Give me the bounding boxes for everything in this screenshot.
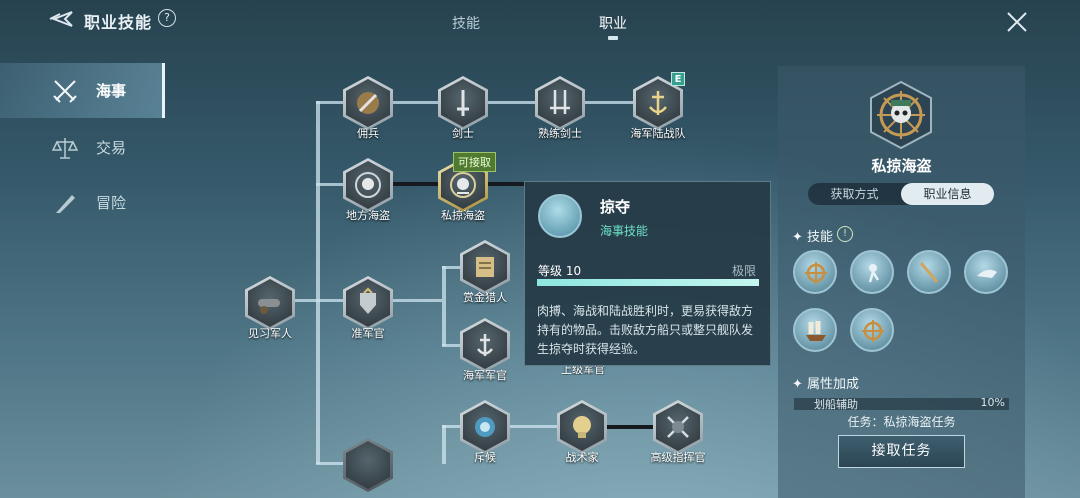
skull-wheel-icon bbox=[355, 172, 381, 198]
node-label: 佣兵 bbox=[357, 127, 379, 140]
node-quasi-officer[interactable]: 准军官 bbox=[343, 276, 393, 340]
plunder-icon bbox=[538, 194, 582, 238]
sidebar-item-label: 海事 bbox=[96, 82, 127, 100]
tooltip-level: 等级 10 bbox=[538, 264, 582, 278]
node-label: 斥候 bbox=[474, 451, 496, 464]
node-label: 准军官 bbox=[351, 327, 385, 340]
tree-line bbox=[605, 425, 657, 429]
attribute-name: 划船辅助 bbox=[814, 398, 858, 410]
node-marine[interactable]: E 海军陆战队 bbox=[631, 72, 686, 140]
plunder-icon[interactable] bbox=[850, 250, 894, 294]
crossed-swords-icon bbox=[53, 80, 77, 103]
scales-icon bbox=[52, 138, 78, 159]
tooltip-subtitle: 海事技能 bbox=[600, 224, 649, 238]
node-swordsman[interactable]: 剑士 bbox=[438, 76, 488, 140]
cannon-icon bbox=[258, 299, 280, 314]
node-mercenary[interactable]: 佣兵 bbox=[343, 76, 393, 140]
node-label: 见习军人 bbox=[248, 327, 292, 340]
help-icon[interactable]: ? bbox=[158, 9, 176, 27]
attribute-row: 划船辅助 10% bbox=[794, 398, 1009, 410]
tree-line bbox=[442, 266, 464, 269]
oar-icon[interactable] bbox=[907, 250, 951, 294]
segment-acquire-method[interactable]: 获取方式 bbox=[830, 187, 879, 201]
level-progress-bar bbox=[537, 279, 759, 286]
info-segmented-control: 获取方式 职业信息 bbox=[808, 183, 994, 205]
brain-icon bbox=[573, 416, 591, 438]
node-label: 高级指挥官 bbox=[650, 451, 706, 464]
twin-swords-icon bbox=[550, 90, 570, 114]
shark-swim-icon[interactable] bbox=[964, 250, 1008, 294]
spyglass-icon bbox=[475, 417, 495, 437]
sidebar-item-adventure[interactable]: 冒险 bbox=[0, 175, 165, 230]
node-label: 地方海盗 bbox=[346, 209, 390, 222]
alert-icon[interactable]: ! bbox=[837, 226, 853, 242]
privateer-crest-icon bbox=[870, 80, 932, 150]
accept-mission-button[interactable]: 接取任务 bbox=[838, 435, 965, 468]
sidebar-item-label: 交易 bbox=[96, 139, 127, 157]
attribute-value: 10% bbox=[980, 398, 1005, 409]
tree-line bbox=[291, 299, 347, 302]
node-label: 私掠海盗 bbox=[441, 209, 485, 222]
node-label: 海军陆战队 bbox=[630, 127, 686, 140]
node-naval-officer[interactable]: 海军军官 bbox=[460, 318, 510, 382]
anchor-swords-icon bbox=[649, 91, 667, 115]
anchor-crest-icon bbox=[477, 334, 493, 356]
tab-active-indicator bbox=[608, 36, 618, 40]
back-arrow-icon[interactable] bbox=[48, 8, 74, 30]
attributes-section-title: ✦ 属性加成 bbox=[792, 377, 860, 392]
tree-line bbox=[442, 425, 464, 428]
node-label: 赏金猎人 bbox=[463, 291, 507, 304]
crest-icon bbox=[360, 287, 376, 314]
tab-profession[interactable]: 职业 bbox=[599, 16, 627, 32]
segment-profession-info[interactable]: 职业信息 bbox=[901, 183, 994, 205]
tree-line bbox=[316, 462, 346, 465]
node-scout[interactable]: 斥候 bbox=[460, 400, 510, 464]
tab-skills[interactable]: 技能 bbox=[452, 16, 480, 32]
quill-icon bbox=[56, 195, 75, 213]
node-label: 熟练剑士 bbox=[538, 127, 582, 140]
node-bounty-hunter[interactable]: 赏金猎人 bbox=[460, 240, 510, 304]
skill-tooltip: 掠夺 海事技能 等级 10 极限 肉搏、海战和陆战胜利时，更易获得敌方持有的物品… bbox=[524, 181, 771, 366]
helmet-swords-icon bbox=[667, 416, 689, 438]
node-apprentice[interactable]: 见习军人 bbox=[245, 276, 295, 340]
shield-sword-icon bbox=[357, 92, 379, 114]
skull-wheel-icon bbox=[450, 172, 476, 198]
mission-text: 任务：私掠海盗任务 bbox=[847, 415, 956, 429]
skills-section-title: ✦ 技能 bbox=[792, 230, 834, 245]
node-label: 战术家 bbox=[565, 451, 599, 464]
node-label-partial: 上级军官 bbox=[561, 363, 605, 375]
node-tactician[interactable]: 战术家 bbox=[557, 400, 607, 464]
node-local-pirate[interactable]: 地方海盗 bbox=[343, 158, 393, 222]
node-label: 剑士 bbox=[452, 127, 474, 140]
scroll-icon bbox=[476, 257, 494, 277]
node-privateer[interactable]: 私掠海盗 bbox=[438, 158, 488, 222]
galleon-icon[interactable] bbox=[793, 308, 837, 352]
sword-icon bbox=[457, 90, 469, 116]
sidebar-item-maritime[interactable]: 海事 bbox=[0, 63, 165, 118]
available-badge: 可接取 bbox=[453, 152, 496, 172]
ship-wheel-sparkle-icon[interactable] bbox=[850, 308, 894, 352]
node-locked[interactable] bbox=[343, 438, 393, 492]
tooltip-title: 掠夺 bbox=[600, 198, 631, 216]
page-title: 职业技能 bbox=[84, 13, 153, 32]
tree-line bbox=[316, 183, 346, 186]
tooltip-max-label: 极限 bbox=[731, 264, 756, 278]
tree-line bbox=[442, 266, 446, 346]
tree-line bbox=[510, 425, 560, 428]
level-progress-fill bbox=[537, 279, 759, 286]
tree-line bbox=[442, 344, 464, 347]
profession-name: 私掠海盗 bbox=[871, 157, 932, 175]
node-label: 海军军官 bbox=[463, 369, 507, 382]
tree-line bbox=[316, 101, 320, 464]
node-skilled-swordsman[interactable]: 熟练剑士 bbox=[535, 76, 585, 140]
tree-line bbox=[392, 299, 442, 302]
sidebar-item-label: 冒险 bbox=[96, 194, 127, 212]
ship-wheel-icon[interactable] bbox=[793, 250, 837, 294]
node-senior-commander[interactable]: 高级指挥官 bbox=[651, 400, 706, 464]
elite-badge: E bbox=[671, 72, 685, 86]
close-icon[interactable] bbox=[1005, 10, 1029, 34]
sidebar-item-trade[interactable]: 交易 bbox=[0, 120, 165, 175]
tree-line bbox=[442, 425, 446, 464]
tooltip-description: 肉搏、海战和陆战胜利时，更易获得敌方持有的物品。击败敌方船只或整只舰队发生掠夺时… bbox=[537, 304, 754, 356]
